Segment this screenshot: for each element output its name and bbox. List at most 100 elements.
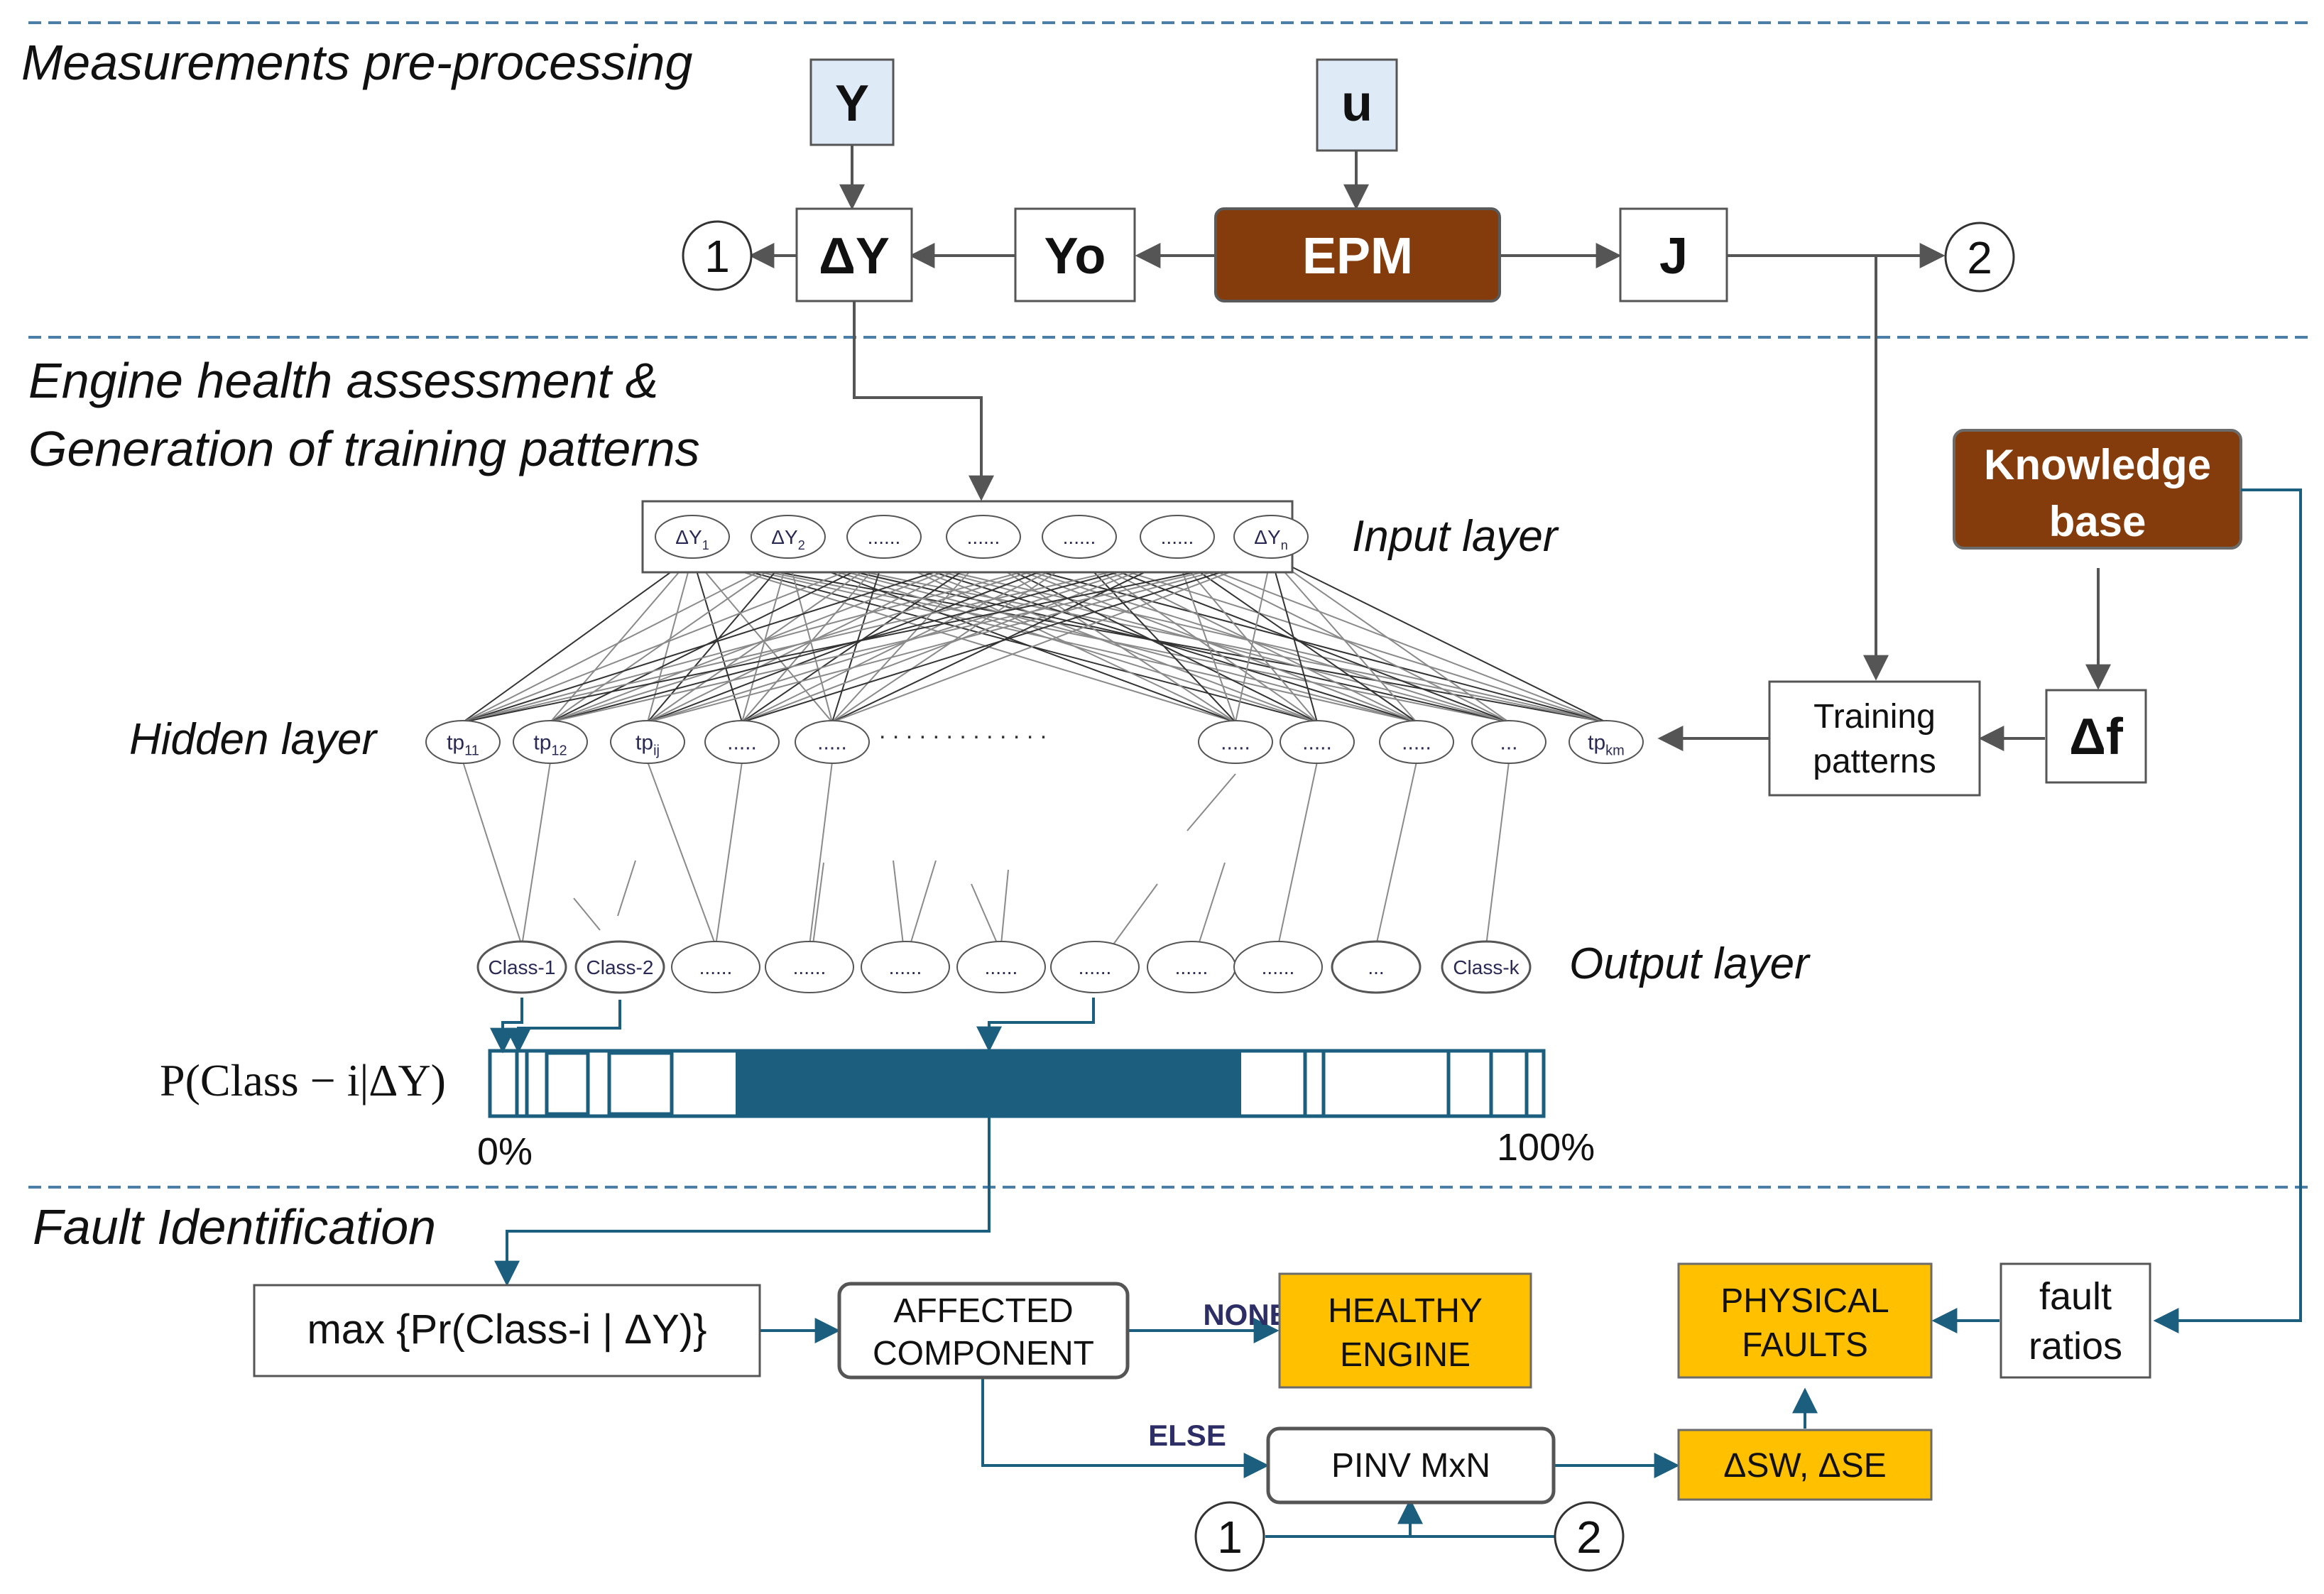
- delta-f-block: Δf: [2045, 689, 2147, 784]
- training-patterns-label-line1: Training: [1813, 698, 1936, 736]
- probability-start-label: 0%: [477, 1130, 533, 1173]
- input-hidden-connection: [550, 556, 984, 723]
- delta-sw-se-label: ΔSW, ΔSE: [1723, 1447, 1887, 1485]
- hidden-node-label: tp11: [447, 731, 479, 759]
- output-node-label: ......: [1175, 956, 1209, 978]
- arrow-class1-to-bar: [490, 998, 523, 1054]
- connector-2-top-label: 2: [1967, 232, 1992, 283]
- arrow-affected-to-pinv: [981, 1377, 1270, 1478]
- input-hidden-connection: [1177, 556, 1607, 723]
- output-node: ......: [956, 941, 1046, 993]
- input-hidden-connection: [1177, 556, 1318, 723]
- output-node: Class-2: [574, 940, 665, 994]
- affected-component-line1: AFFECTED: [893, 1292, 1073, 1330]
- connection-stub: [812, 862, 824, 945]
- arrow-class2-to-bar: [506, 1000, 621, 1054]
- hidden-output-connection: [809, 761, 833, 946]
- hidden-node: tpij: [610, 720, 685, 764]
- input-hidden-connection: [462, 556, 1178, 723]
- hidden-node: .....: [704, 720, 780, 764]
- affected-component-line2: COMPONENT: [873, 1335, 1094, 1372]
- j-label: J: [1659, 228, 1688, 285]
- u-block: u: [1316, 58, 1398, 152]
- input-node-label: ......: [868, 526, 901, 548]
- input-hidden-connection: [462, 556, 1080, 723]
- input-hidden-connection: [1270, 556, 1417, 723]
- arrow-delta-y-to-input-layer: [853, 301, 994, 501]
- output-node-label: ...: [1368, 956, 1384, 978]
- knowledge-base-label-line1: Knowledge: [1984, 441, 2211, 488]
- epm-label: EPM: [1302, 228, 1413, 285]
- input-node: ΔY1: [655, 515, 730, 559]
- probability-bar: P(Class − i|ΔY) 0% 100%: [160, 1049, 1595, 1173]
- input-hidden-connection: [550, 556, 789, 723]
- y-label: Y: [835, 75, 869, 132]
- output-node: ...: [1331, 940, 1422, 994]
- input-node: ......: [1140, 515, 1215, 559]
- section-title-assessment-line2: Generation of training patterns: [28, 421, 700, 476]
- affected-component-block: AFFECTED COMPONENT: [837, 1282, 1130, 1380]
- preprocessing-connectors: [748, 145, 2111, 751]
- hidden-node-label: .....: [1221, 731, 1250, 755]
- probability-label: P(Class − i|ΔY): [160, 1055, 446, 1106]
- connection-stub: [1198, 862, 1226, 945]
- section-title-identification: Fault Identification: [33, 1199, 436, 1255]
- fault-ratios-line2: ratios: [2029, 1325, 2122, 1368]
- hidden-layer-label: Hidden layer: [129, 715, 378, 764]
- hidden-node-label: ...: [1500, 731, 1517, 755]
- connection-stub: [573, 897, 601, 931]
- input-layer-label: Input layer: [1352, 512, 1559, 561]
- fault-ratios-line1: fault: [2039, 1275, 2112, 1318]
- hidden-node: tpkm: [1569, 720, 1644, 764]
- none-label: NONE: [1203, 1298, 1289, 1331]
- physical-faults-line2: FAULTS: [1742, 1326, 1868, 1364]
- output-node-label: ......: [1079, 956, 1112, 978]
- input-hidden-connection: [647, 556, 1272, 723]
- input-hidden-connection: [741, 556, 1272, 723]
- yo-label: Yo: [1044, 228, 1106, 285]
- output-node: Class-1: [476, 940, 567, 994]
- hidden-node-label: .....: [727, 731, 757, 755]
- hidden-node: tp12: [513, 720, 588, 764]
- input-hidden-connection: [883, 556, 1510, 723]
- connector-2-bottom-label: 2: [1576, 1512, 1602, 1563]
- input-hidden-connection: [1270, 556, 1510, 723]
- output-node-label: ......: [793, 956, 827, 978]
- connection-stub: [1186, 773, 1236, 831]
- pinv-block: PINV MxN: [1266, 1426, 1556, 1505]
- fault-ratios-block: fault ratios: [2000, 1262, 2151, 1379]
- input-hidden-connection: [983, 556, 1417, 723]
- output-node-label: Class-k: [1453, 956, 1520, 978]
- connection-stub: [1000, 869, 1009, 945]
- healthy-engine-line2: ENGINE: [1340, 1336, 1471, 1374]
- section-title-preprocessing: Measurements pre-processing: [21, 35, 692, 90]
- output-node-label: Class-1: [489, 956, 556, 978]
- hidden-output-connection: [1485, 761, 1510, 946]
- healthy-engine-block: HEALTHY ENGINE: [1278, 1272, 1532, 1389]
- connector-2-top: 2: [1944, 222, 2015, 293]
- input-node: ΔY2: [751, 515, 826, 559]
- delta-y-label: ΔY: [819, 228, 890, 285]
- input-node: ......: [946, 515, 1021, 559]
- epm-block: EPM: [1214, 207, 1501, 302]
- arrow-knowledge-to-fault-ratios: [2153, 488, 2302, 1333]
- input-hidden-connection: [883, 556, 1318, 723]
- input-hidden-connection: [787, 556, 833, 723]
- output-layer-label: Output layer: [1569, 939, 1811, 988]
- output-node: ......: [861, 941, 950, 993]
- output-node: Class-k: [1441, 940, 1532, 994]
- output-node: ......: [1050, 941, 1140, 993]
- input-hidden-connection: [831, 556, 1272, 723]
- arrow-output-to-bar: [976, 998, 1095, 1052]
- physical-faults-line1: PHYSICAL: [1720, 1282, 1889, 1320]
- hidden-output-connection: [647, 761, 716, 946]
- output-node: ......: [671, 941, 760, 993]
- input-hidden-connection: [1235, 556, 1272, 723]
- hidden-node: ...: [1471, 720, 1546, 764]
- input-hidden-connection: [550, 556, 1272, 723]
- hidden-output-connection: [1277, 761, 1318, 946]
- probability-bar-segments: [515, 1051, 1529, 1116]
- input-hidden-connection: [550, 556, 693, 723]
